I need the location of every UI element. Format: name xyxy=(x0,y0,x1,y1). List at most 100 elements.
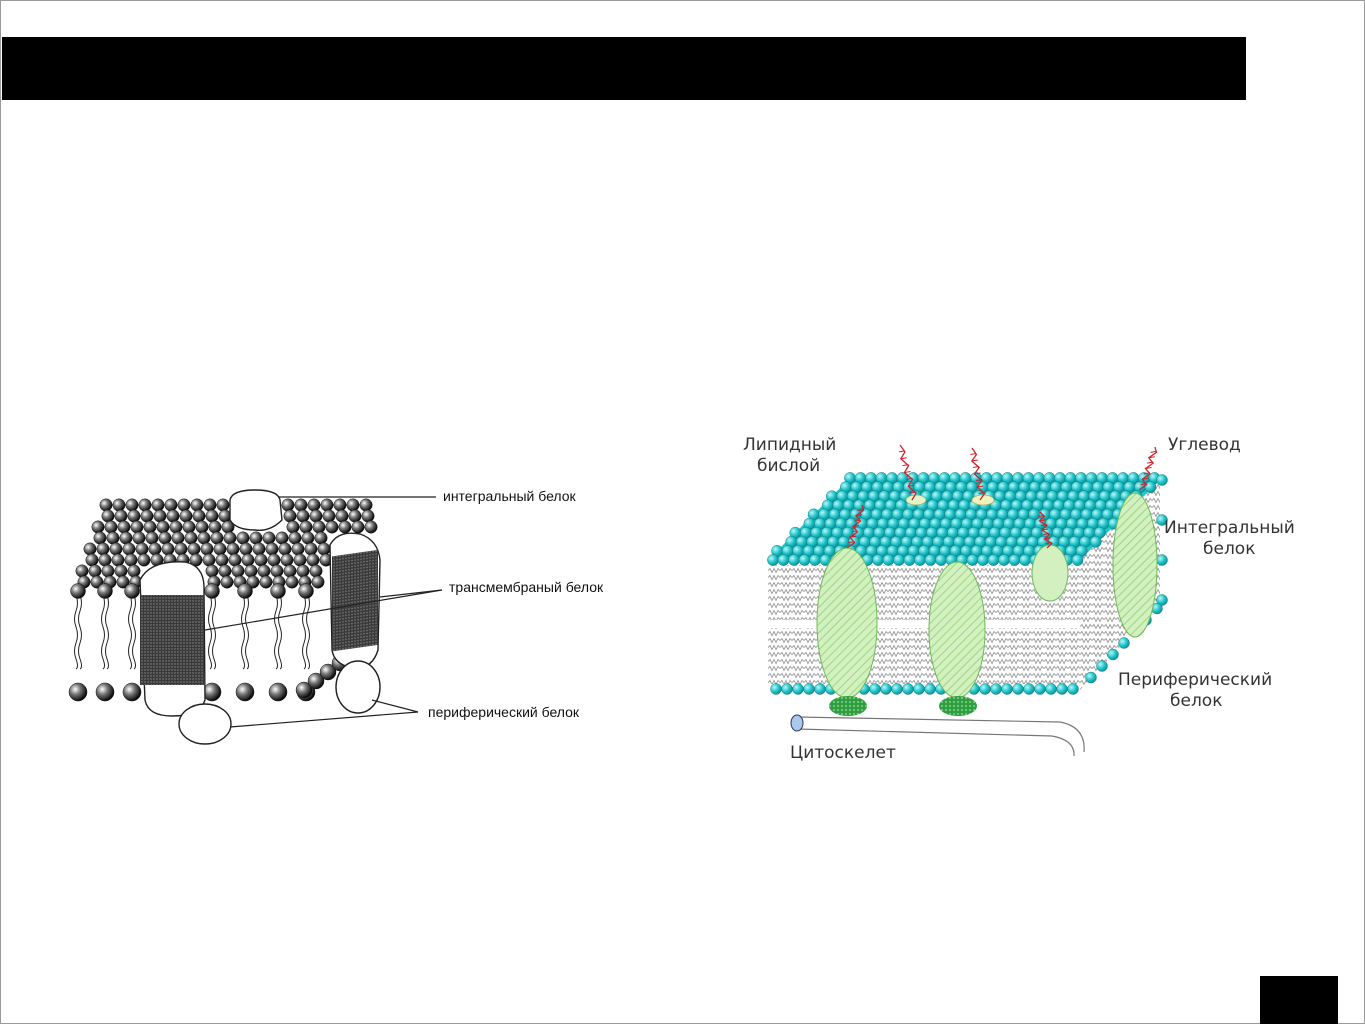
lipid-head xyxy=(770,683,782,695)
lipid-head xyxy=(119,531,133,545)
lipid-head xyxy=(132,531,146,545)
lipid-head xyxy=(320,498,334,512)
lipid-head xyxy=(265,542,279,556)
lipid-head xyxy=(218,564,232,578)
peripheral-protein-2 xyxy=(939,696,977,716)
lipid-head xyxy=(70,583,86,599)
lipid-head xyxy=(182,520,196,534)
label-carbohydrate: Углевод xyxy=(1168,435,1241,455)
lipid-head xyxy=(135,542,149,556)
lipid-head xyxy=(977,554,989,566)
lipid-head xyxy=(304,542,318,556)
carbohydrate-unit xyxy=(1043,533,1050,535)
lipid-head xyxy=(880,683,892,695)
lipid-head xyxy=(125,498,139,512)
lipid-head-bottom-row xyxy=(770,602,1163,695)
lipid-head xyxy=(1096,660,1108,672)
carbohydrate-unit xyxy=(1040,524,1047,526)
lipid-head xyxy=(903,554,916,566)
lipid-head xyxy=(88,564,102,578)
lipid-head xyxy=(117,520,131,534)
lipid-head xyxy=(314,531,328,545)
lipid-head xyxy=(223,531,237,545)
lipid-head xyxy=(814,683,826,695)
label-cytoskeleton: Цитоскелет xyxy=(790,743,896,763)
lipid-head xyxy=(298,583,314,599)
surface-protein-1 xyxy=(905,494,927,506)
lipid-head xyxy=(158,531,172,545)
leader-line-peripheral-2 xyxy=(371,699,419,713)
lipid-head xyxy=(1012,683,1024,695)
lipid-head xyxy=(1089,536,1102,548)
lipid-tail xyxy=(274,594,278,670)
lipid-head xyxy=(882,554,895,566)
lipid-head xyxy=(95,682,115,702)
lipid-head xyxy=(93,531,107,545)
lipid-head xyxy=(184,531,198,545)
label-lipid-bilayer-1: Липидный xyxy=(743,435,836,455)
lipid-head xyxy=(169,520,183,534)
lipid-head xyxy=(202,682,222,702)
label-integral-protein: интегральный белок xyxy=(443,488,577,504)
lipid-head xyxy=(275,531,289,545)
carbohydrate-unit xyxy=(1145,467,1152,469)
lipid-head xyxy=(288,531,302,545)
lipid-head xyxy=(348,509,362,523)
carbohydrate-unit xyxy=(975,479,982,481)
carbohydrate-unit xyxy=(1142,477,1149,480)
integral-protein-4 xyxy=(1031,544,1069,602)
carbohydrate-unit xyxy=(1143,472,1150,475)
lipid-head xyxy=(924,554,937,566)
lipid-tail xyxy=(245,594,249,670)
transmembrane-protein-right-core xyxy=(332,549,378,652)
lipid-head xyxy=(267,553,281,567)
integral-protein-2 xyxy=(928,561,986,699)
lipid-head xyxy=(197,531,211,545)
carbohydrate-unit xyxy=(978,492,985,494)
carbohydrate-unit xyxy=(974,472,981,475)
lipid-head xyxy=(127,564,141,578)
lipid-tail xyxy=(241,594,245,670)
lipid-head xyxy=(1156,594,1168,606)
carbohydrate-unit xyxy=(910,491,917,494)
lipid-tail xyxy=(128,594,132,670)
label-peripheral-protein-2: белок xyxy=(1170,691,1222,711)
lipid-head xyxy=(351,520,365,534)
lipid-head xyxy=(101,509,115,523)
lipid-head xyxy=(361,509,375,523)
lipid-head xyxy=(296,509,310,523)
carbohydrate-unit xyxy=(1039,519,1046,522)
lipid-head xyxy=(307,672,325,690)
lipid-head xyxy=(75,564,89,578)
lipid-head xyxy=(138,498,152,512)
lipid-head xyxy=(317,542,331,556)
lipid-head xyxy=(311,575,325,589)
lipid-head xyxy=(286,520,300,534)
lower-tail-region xyxy=(768,628,1080,684)
cytoskeleton-fiber xyxy=(796,716,1085,753)
slide-number-box xyxy=(1260,976,1338,1024)
cytoskeleton-end xyxy=(790,714,804,732)
carbohydrate-unit xyxy=(854,519,861,522)
lipid-head xyxy=(902,683,914,695)
lipid-head xyxy=(210,531,224,545)
lipid-tail xyxy=(101,594,105,670)
lipid-head xyxy=(1156,514,1168,526)
lipid-head xyxy=(281,498,295,512)
lipid-head xyxy=(137,553,151,567)
lipid-head xyxy=(104,520,118,534)
lipid-head xyxy=(268,682,288,702)
lipid-head xyxy=(192,509,206,523)
lipid-head xyxy=(1056,683,1068,695)
carbohydrate-unit xyxy=(857,508,864,511)
peripheral-protein-1 xyxy=(178,703,232,745)
lipid-head xyxy=(177,498,191,512)
lipid-tail xyxy=(212,594,216,670)
lipid-head xyxy=(235,682,255,702)
label-lipid-bilayer-2: бислой xyxy=(757,456,820,476)
carbohydrate-unit xyxy=(1140,483,1147,486)
lipid-tail xyxy=(74,594,78,670)
lipid-head xyxy=(202,553,216,567)
leader-line-peripheral-1 xyxy=(229,711,419,728)
lipid-head xyxy=(171,531,185,545)
